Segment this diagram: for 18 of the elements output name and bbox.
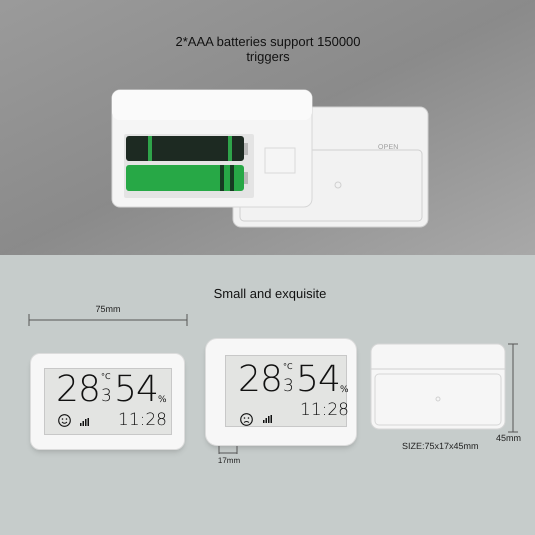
unit-label: % [158,396,168,405]
humidity-reading: 54 [296,362,340,398]
heading: 2*AAA batteries support 150000 triggers [174,34,362,64]
temperature-reading: 28 [238,362,284,398]
unit-label: °C [101,373,112,381]
dimension-label: 75mm [94,303,122,316]
unit-label: °C [283,363,294,371]
temperature-reading: 28 [56,372,102,408]
decimal-reading: 3 [101,388,113,405]
size-label: SIZE:75x17x45mm [402,440,480,453]
time-reading: 11:28 [300,402,346,419]
time-reading: 11:28 [118,412,164,429]
dimension-label: 17mm [216,455,242,467]
unit-label: % [340,386,350,395]
decimal-reading: 3 [283,378,295,395]
dimension-label: 45mm [496,432,522,445]
humidity-reading: 54 [114,372,158,408]
heading: Small and exquisite [212,285,328,303]
